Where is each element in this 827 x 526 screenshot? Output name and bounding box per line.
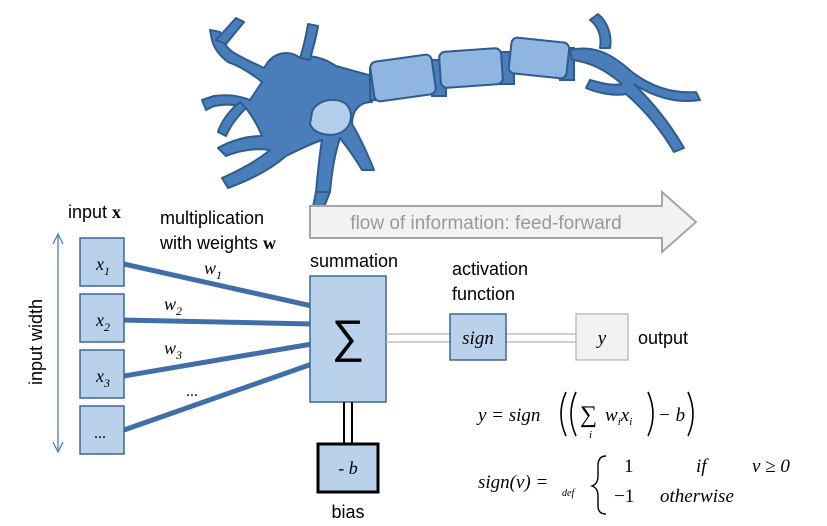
formula-sign-definition: sign(v) = def 1 if v ≥ 0 −1 otherwise — [478, 455, 790, 515]
bias-box — [316, 442, 380, 494]
formula1-lhs: y = sign — [476, 405, 540, 426]
bias-label: bias — [331, 502, 364, 522]
activation-sign: sign — [462, 328, 494, 349]
input-x1: x1 — [95, 254, 110, 278]
input-x3: x3 — [95, 366, 110, 390]
input-width-label: input width — [26, 299, 46, 385]
neuron-body — [201, 17, 375, 213]
input-box-1 — [79, 237, 125, 287]
weight-w2: w2 — [164, 294, 182, 318]
neuron-illustration — [201, 13, 701, 213]
activation-box — [449, 313, 507, 361]
neuron-nucleus — [308, 98, 352, 136]
input-label: input x — [68, 202, 121, 222]
bias-connector — [343, 402, 353, 444]
formula1-sigma: ∑ — [580, 402, 597, 428]
multiplication-label-line1: multiplication — [160, 208, 264, 228]
weight-w1: w1 — [204, 258, 222, 282]
output-y: y — [596, 328, 607, 349]
activation-label-line2: function — [452, 284, 515, 304]
formula1-sigma-index: i — [589, 429, 592, 441]
input-width-indicator: input width — [26, 232, 64, 454]
formula2-brace — [589, 455, 607, 515]
input-box-3 — [79, 349, 125, 399]
formula2-lhs: sign(v) = — [478, 472, 548, 493]
formula1-inner-paren-right — [647, 391, 654, 437]
formula1-wx: wixi — [605, 405, 632, 428]
summation-label: summation — [310, 251, 398, 271]
formula2-case1-cond: if — [696, 456, 709, 477]
input-x2: x2 — [95, 310, 110, 334]
input-box-2 — [79, 293, 125, 343]
multiplication-label-line2: with weights w — [159, 233, 276, 253]
input-ellipsis: ... — [94, 425, 106, 442]
formula-output: y = sign ∑ i wixi − b — [476, 391, 694, 441]
axon-segment-2 — [438, 47, 504, 89]
flow-arrow: flow of information: feed-forward — [309, 189, 698, 255]
weight-labels: w1 w2 w3 ... — [164, 258, 222, 400]
formula1-minus-b: − b — [658, 405, 685, 426]
weight-ellipsis: ... — [186, 383, 198, 400]
axon-segment-1 — [369, 53, 437, 103]
summation-box — [309, 275, 387, 403]
formula2-case1-value: 1 — [624, 456, 634, 477]
formula2-case1-expr: v ≥ 0 — [752, 456, 790, 477]
formula2-case2-cond: otherwise — [660, 486, 734, 507]
summation-symbol: ∑ — [332, 310, 365, 362]
formula2-case2-value: −1 — [614, 486, 634, 507]
output-label: output — [638, 328, 688, 348]
formula1-outer-paren-left — [560, 391, 567, 437]
input-column: x1 x2 x3 ... — [79, 237, 125, 455]
axon-terminal — [569, 13, 701, 153]
formula1-outer-paren-right — [687, 391, 694, 437]
formula2-def: def — [562, 488, 575, 499]
formula1-inner-paren-left — [570, 391, 577, 437]
input-box-4 — [79, 405, 125, 455]
weight-connections — [123, 261, 313, 433]
activation-label-line1: activation — [452, 259, 528, 279]
weight-w3: w3 — [164, 338, 182, 362]
bias-value: - b — [338, 458, 358, 478]
output-connectors — [386, 333, 576, 343]
output-box — [575, 313, 629, 361]
flow-label: flow of information: feed-forward — [350, 213, 621, 234]
axon-segment-3 — [507, 36, 571, 80]
